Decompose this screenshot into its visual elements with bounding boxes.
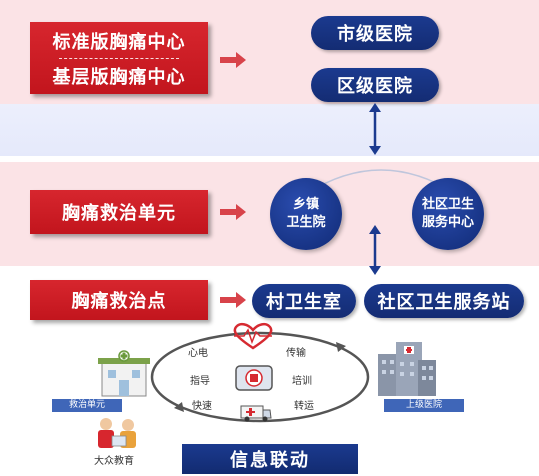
vertical-double-arrow-icon bbox=[369, 225, 381, 275]
city-hospital-pill: 市级医院 bbox=[311, 16, 439, 50]
public-education-label: 大众教育 bbox=[94, 456, 134, 467]
community-center-line1: 社区卫生 bbox=[421, 197, 474, 212]
village-clinic-pill: 村卫生室 bbox=[252, 284, 356, 318]
community-station-pill: 社区卫生服务站 bbox=[364, 284, 524, 318]
cycle-label-transfer: 转运 bbox=[294, 401, 314, 412]
dashed-separator bbox=[59, 57, 179, 59]
cycle-label-ecg: 心电 bbox=[188, 348, 208, 359]
cycle-label-training: 培训 bbox=[292, 376, 312, 387]
chest-pain-center-box: 标准版胸痛中心 基层版胸痛中心 bbox=[30, 22, 208, 94]
community-center-line2: 服务中心 bbox=[421, 215, 474, 230]
right-arrow-icon bbox=[220, 204, 246, 220]
cycle-ring bbox=[150, 331, 370, 423]
clinic-building-icon bbox=[98, 350, 150, 397]
community-service-center-circle: 社区卫生 服务中心 bbox=[412, 178, 484, 250]
information-linkage-bar: 信息联动 bbox=[182, 444, 358, 474]
district-hospital-pill: 区级医院 bbox=[311, 68, 439, 102]
township-health-center-circle: 乡镇 卫生院 bbox=[270, 178, 342, 250]
vertical-double-arrow-icon bbox=[369, 103, 381, 155]
township-line1: 乡镇 bbox=[292, 197, 319, 212]
basic-center-label: 基层版胸痛中心 bbox=[52, 66, 186, 88]
right-arrow-icon bbox=[220, 292, 246, 308]
right-arrow-icon bbox=[220, 52, 246, 68]
ecg-monitor-icon bbox=[235, 365, 273, 391]
township-line2: 卫生院 bbox=[286, 215, 326, 230]
people-group-icon bbox=[98, 418, 136, 448]
cycle-label-fast: 快速 bbox=[192, 401, 212, 412]
cycle-label-transmission: 传输 bbox=[286, 348, 306, 359]
chest-pain-point-box: 胸痛救治点 bbox=[30, 280, 208, 320]
cycle-label-guidance: 指导 bbox=[190, 376, 210, 387]
connector-band bbox=[0, 104, 539, 156]
right-hospital-tag: 上级医院 bbox=[384, 399, 464, 412]
hospital-building-icon bbox=[378, 342, 436, 396]
standard-center-label: 标准版胸痛中心 bbox=[52, 31, 186, 53]
heart-ecg-icon bbox=[233, 322, 273, 350]
chest-pain-unit-box: 胸痛救治单元 bbox=[30, 190, 208, 234]
left-unit-tag: 救治单元 bbox=[52, 399, 122, 412]
ambulance-icon bbox=[240, 405, 272, 422]
